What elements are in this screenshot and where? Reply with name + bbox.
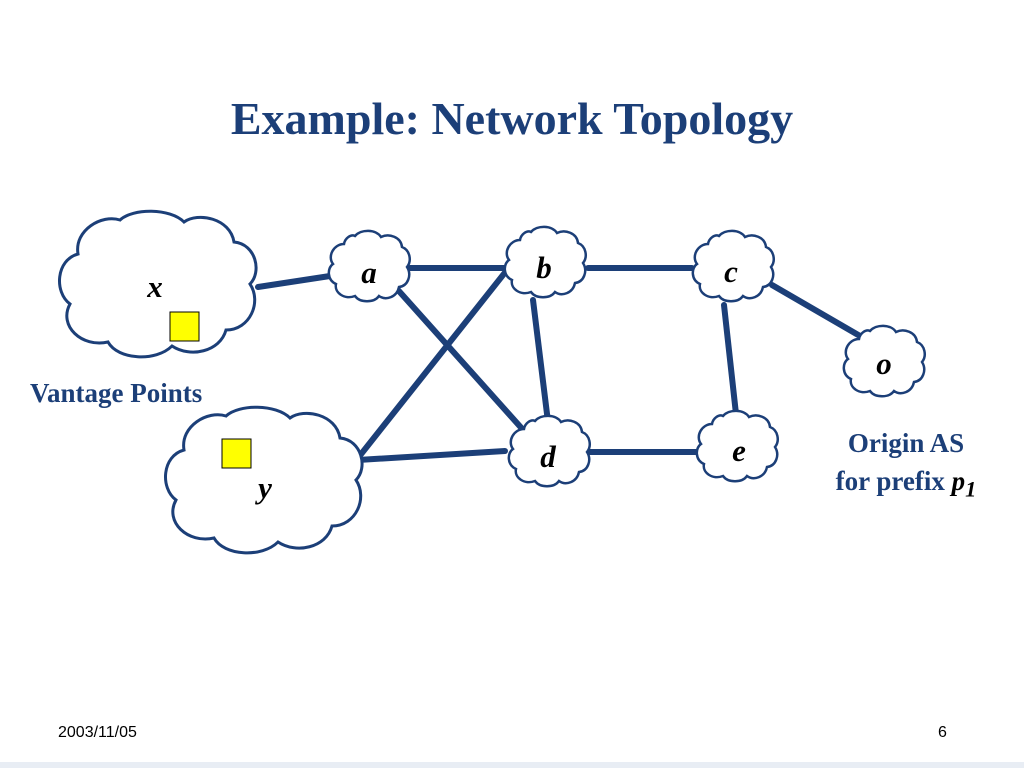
origin-as-label: Origin AS for prefix p1 xyxy=(806,424,1006,508)
link-c-o xyxy=(769,282,863,339)
network-links xyxy=(255,265,863,463)
link-c-e xyxy=(721,302,739,417)
node-label-c: c xyxy=(724,254,738,289)
bottom-rule xyxy=(0,762,1024,768)
node-label-o: o xyxy=(876,346,892,381)
prefix-subscript: 1 xyxy=(965,476,977,502)
origin-as-line2: for prefix p1 xyxy=(806,462,1006,508)
page-number: 6 xyxy=(938,724,947,741)
node-label-x: x xyxy=(146,269,163,304)
vantage-marker-y xyxy=(221,438,252,469)
node-label-e: e xyxy=(732,433,746,468)
vantage-points-label: Vantage Points xyxy=(30,378,203,408)
prefix-name: p xyxy=(951,466,966,496)
link-x-a xyxy=(255,273,333,290)
link-b-d xyxy=(530,297,551,425)
vantage-marker-x xyxy=(169,311,200,342)
origin-as-line1: Origin AS xyxy=(847,428,965,458)
link-a-d xyxy=(395,287,528,435)
node-label-b: b xyxy=(536,250,552,285)
node-label-y: y xyxy=(254,470,272,505)
link-y-b xyxy=(355,267,510,461)
footer-date: 2003/11/05 xyxy=(58,724,137,741)
node-label-d: d xyxy=(540,439,556,474)
link-y-d xyxy=(355,448,508,463)
origin-as-prefix-text: for prefix xyxy=(835,466,952,496)
node-label-a: a xyxy=(361,255,377,290)
slide-title: Example: Network Topology xyxy=(230,93,794,144)
